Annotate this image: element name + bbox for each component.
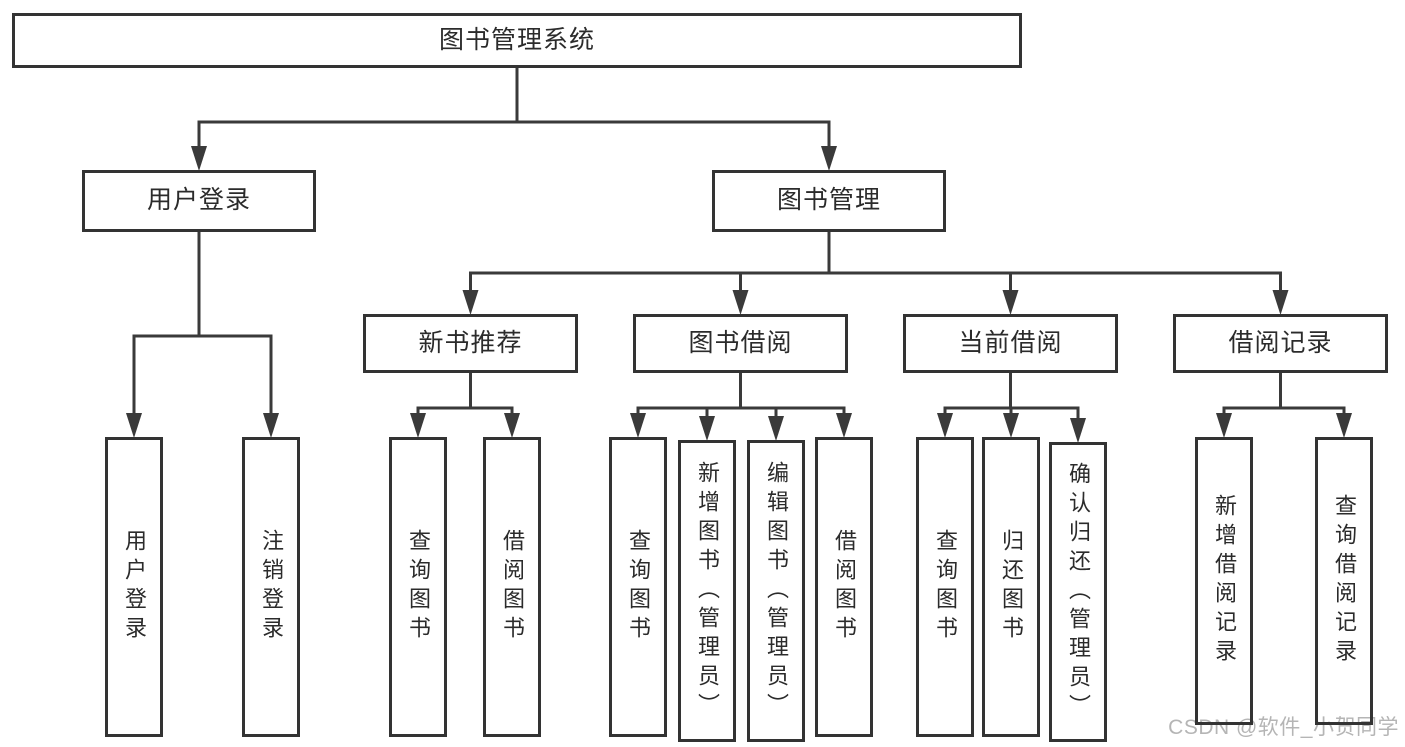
node-label-br-query-record: 查询借阅记录 xyxy=(1332,494,1357,668)
node-book-borrow: 图书借阅 xyxy=(633,314,848,373)
arrowhead-icon xyxy=(768,416,784,441)
node-cb-confirm-return: 确认归还（管理员） xyxy=(1049,442,1107,742)
node-cb-return-book: 归还图书 xyxy=(982,437,1040,737)
node-label-bb-edit-book: 编辑图书（管理员） xyxy=(764,460,789,722)
node-label-bb-add-book: 新增图书（管理员） xyxy=(695,460,720,722)
arrowhead-icon xyxy=(126,413,142,438)
arrowhead-icon xyxy=(699,416,715,441)
arrowhead-icon xyxy=(1216,413,1232,438)
node-label-cb-confirm-return: 确认归还（管理员） xyxy=(1066,461,1091,723)
node-user-login-action: 用户登录 xyxy=(105,437,163,737)
node-bb-edit-book: 编辑图书（管理员） xyxy=(747,440,805,742)
node-logout-action: 注销登录 xyxy=(242,437,300,737)
node-new-book-rec: 新书推荐 xyxy=(363,314,578,373)
node-label-user-login: 用户登录 xyxy=(146,186,251,215)
node-label-nbr-query-book: 查询图书 xyxy=(406,529,431,645)
node-bb-query-book: 查询图书 xyxy=(609,437,667,737)
csdn-watermark: CSDN @软件_小贺同学 xyxy=(1168,716,1399,739)
node-br-add-record: 新增借阅记录 xyxy=(1195,437,1253,725)
node-nbr-borrow-book: 借阅图书 xyxy=(483,437,541,737)
arrowhead-icon xyxy=(410,413,426,438)
arrowhead-icon xyxy=(1002,290,1019,315)
arrowhead-icon xyxy=(836,413,852,438)
node-label-borrow-records: 借阅记录 xyxy=(1228,328,1333,357)
node-label-logout-action: 注销登录 xyxy=(259,529,284,645)
arrowhead-icon xyxy=(1272,290,1289,315)
node-label-book-mgmt: 图书管理 xyxy=(776,186,881,215)
node-br-query-record: 查询借阅记录 xyxy=(1315,437,1373,725)
node-label-bb-borrow-book: 借阅图书 xyxy=(832,529,857,645)
node-label-new-book-rec: 新书推荐 xyxy=(418,328,523,357)
node-label-book-borrow: 图书借阅 xyxy=(688,328,793,357)
node-bb-borrow-book: 借阅图书 xyxy=(815,437,873,737)
node-label-current-borrow: 当前借阅 xyxy=(958,328,1063,357)
node-label-cb-return-book: 归还图书 xyxy=(999,529,1024,645)
node-user-login: 用户登录 xyxy=(82,170,316,232)
arrowhead-icon xyxy=(732,290,749,315)
arrowhead-icon xyxy=(263,413,279,438)
node-root: 图书管理系统 xyxy=(12,13,1022,68)
node-label-cb-query-book: 查询图书 xyxy=(933,529,958,645)
node-cb-query-book: 查询图书 xyxy=(916,437,974,737)
arrowhead-icon xyxy=(191,146,207,171)
node-label-user-login-action: 用户登录 xyxy=(122,529,147,645)
node-nbr-query-book: 查询图书 xyxy=(389,437,447,737)
node-label-nbr-borrow-book: 借阅图书 xyxy=(500,529,525,645)
arrowhead-icon xyxy=(937,413,953,438)
node-label-root: 图书管理系统 xyxy=(438,25,595,54)
node-borrow-records: 借阅记录 xyxy=(1173,314,1388,373)
arrowhead-icon xyxy=(1336,413,1352,438)
arrowhead-icon xyxy=(462,290,479,315)
arrowhead-icon xyxy=(1003,413,1019,438)
node-bb-add-book: 新增图书（管理员） xyxy=(678,440,736,742)
node-label-bb-query-book: 查询图书 xyxy=(626,529,651,645)
node-current-borrow: 当前借阅 xyxy=(903,314,1118,373)
arrowhead-icon xyxy=(1070,418,1086,443)
node-book-mgmt: 图书管理 xyxy=(712,170,946,232)
arrowhead-icon xyxy=(630,413,646,438)
arrowhead-icon xyxy=(821,146,837,171)
arrowhead-icon xyxy=(504,413,520,438)
node-label-br-add-record: 新增借阅记录 xyxy=(1212,494,1237,668)
